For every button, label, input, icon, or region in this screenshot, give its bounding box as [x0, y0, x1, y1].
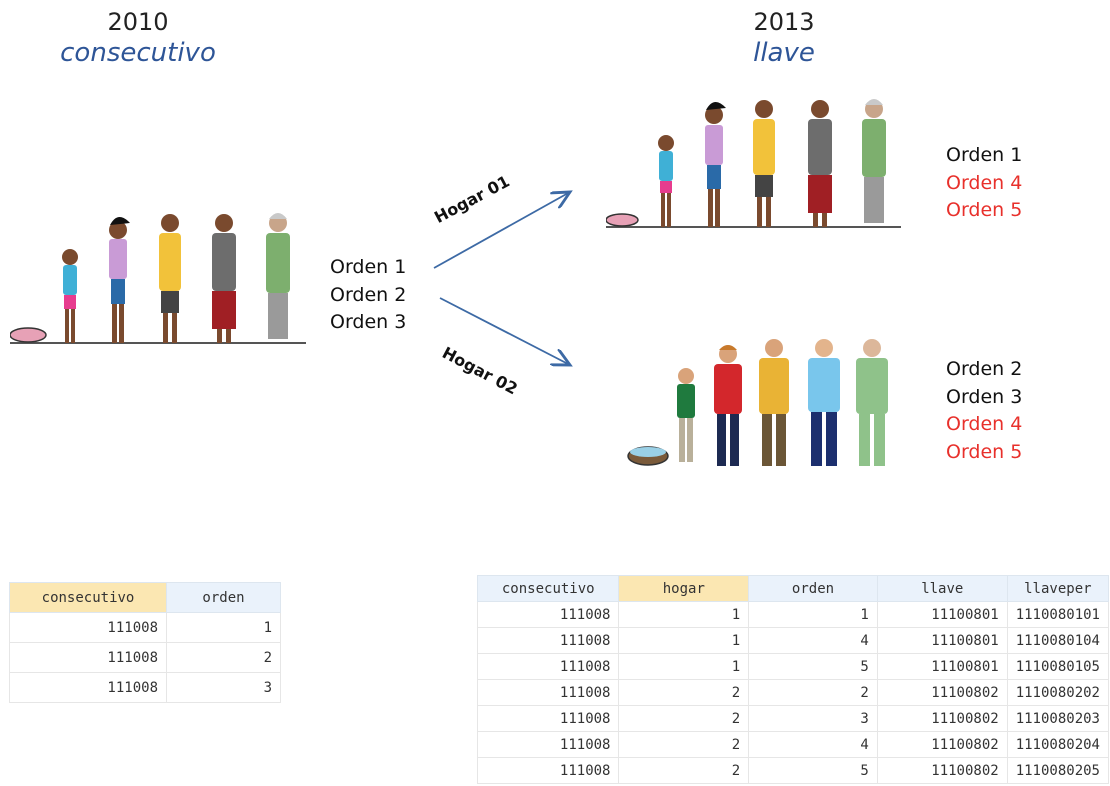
table-cell: 5: [748, 757, 878, 784]
subtitle-consecutivo: consecutivo: [60, 38, 216, 68]
table-cell: 2: [748, 679, 878, 706]
household-02-illustration: [627, 339, 888, 466]
table-cell: 1: [618, 627, 750, 654]
orden-label: Orden 5: [946, 199, 1023, 221]
orden-label: Orden 4: [946, 413, 1023, 435]
table-cell: 1110080105: [1006, 653, 1110, 680]
subtitle-llave: llave: [753, 38, 815, 68]
table-cell: 2: [618, 757, 750, 784]
table-cell: 111008: [476, 627, 620, 654]
orden-label: Orden 5: [946, 440, 1023, 463]
table-cell: 111008: [476, 731, 620, 758]
table-cell: 2: [618, 679, 750, 706]
table-cell: 111008: [476, 757, 620, 784]
arrow-hogar-02: [439, 297, 570, 365]
column-header[interactable]: consecutivo: [476, 575, 620, 602]
table-cell: 2: [618, 705, 750, 732]
arrow-hogar-01: [433, 192, 570, 269]
table-cell: 11100801: [876, 653, 1008, 680]
table-cell: 111008: [9, 612, 167, 643]
orden-list-hogar-01: Orden 1 Orden 4 Orden 5: [946, 142, 1022, 225]
table-cell: 11100801: [876, 627, 1008, 654]
table-cell: 11100802: [876, 731, 1008, 758]
table-cell: 1110080101: [1006, 601, 1110, 628]
table-cell: 11100802: [876, 679, 1008, 706]
year-2013: 2013: [753, 8, 815, 36]
orden-label: Orden 1: [330, 256, 407, 278]
table-cell: 1: [618, 653, 750, 680]
table-cell: 1110080205: [1006, 757, 1110, 784]
table-cell: 111008: [476, 653, 620, 680]
table-2013: consecutivo hogar orden llave llaveper 1…: [476, 575, 1110, 784]
orden-label: Orden 3: [946, 385, 1023, 408]
orden-label: Orden 3: [330, 311, 407, 333]
table-cell: 1110080202: [1006, 679, 1110, 706]
table-cell: 3: [166, 672, 281, 703]
household-01-illustration: [606, 99, 901, 228]
table-cell: 111008: [476, 679, 620, 706]
table-cell: 3: [748, 705, 878, 732]
family-2010-illustration: [10, 213, 306, 344]
orden-label: Orden 4: [946, 171, 1023, 194]
column-header[interactable]: orden: [748, 575, 878, 602]
column-header[interactable]: hogar: [618, 575, 750, 602]
column-header[interactable]: llaveper: [1006, 575, 1110, 602]
table-cell: 1110080204: [1006, 731, 1110, 758]
table-cell: 11100801: [876, 601, 1008, 628]
table-cell: 1110080104: [1006, 627, 1110, 654]
table-cell: 111008: [9, 642, 167, 673]
orden-label: Orden 2: [946, 358, 1023, 380]
table-cell: 1110080203: [1006, 705, 1110, 732]
table-cell: 5: [748, 653, 878, 680]
column-header[interactable]: llave: [876, 575, 1008, 602]
column-header[interactable]: orden: [166, 582, 281, 613]
orden-label: Orden 2: [330, 283, 407, 306]
table-cell: 1: [618, 601, 750, 628]
table-cell: 1: [166, 612, 281, 643]
table-cell: 4: [748, 731, 878, 758]
orden-label: Orden 1: [946, 144, 1023, 166]
orden-list-hogar-02: Orden 2 Orden 3 Orden 4 Orden 5: [946, 356, 1022, 466]
table-cell: 11100802: [876, 705, 1008, 732]
column-header[interactable]: consecutivo: [9, 582, 167, 613]
split-arrows: [433, 180, 590, 380]
table-cell: 111008: [9, 672, 167, 703]
table-cell: 111008: [476, 601, 620, 628]
table-cell: 111008: [476, 705, 620, 732]
orden-list-2010: Orden 1 Orden 2 Orden 3: [330, 254, 406, 337]
table-cell: 1: [748, 601, 878, 628]
year-2010: 2010: [107, 8, 169, 36]
table-cell: 2: [618, 731, 750, 758]
table-cell: 4: [748, 627, 878, 654]
table-cell: 11100802: [876, 757, 1008, 784]
table-cell: 2: [166, 642, 281, 673]
woman-figure: [62, 249, 78, 343]
